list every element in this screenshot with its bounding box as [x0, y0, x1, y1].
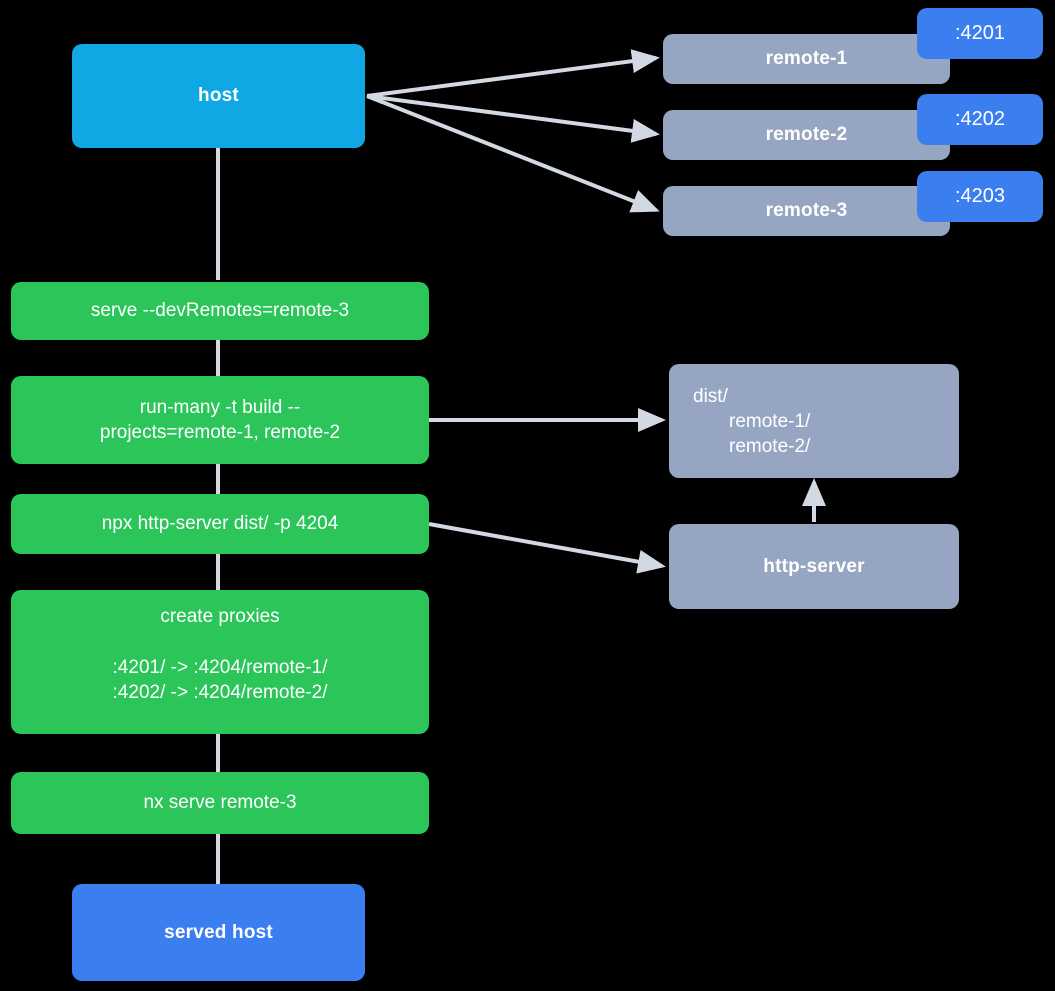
node-http-server-label: http-server: [763, 555, 865, 577]
node-command-npx-http-server-line-1: npx http-server dist/ -p 4204: [101, 513, 339, 535]
connector-host-to-serve: [216, 146, 220, 280]
node-remote-3[interactable]: remote-3: [663, 186, 950, 236]
node-command-create-proxies[interactable]: create proxies :4201/ -> :4204/remote-1/…: [11, 590, 429, 734]
badge-remote-2-port: :4202: [917, 94, 1043, 145]
connector-nxserve-to-servedhost: [216, 832, 220, 886]
edge-host-to-remote-1: [366, 49, 660, 98]
connector-npx-to-proxies: [216, 552, 220, 592]
edge-npx-to-httpserver: [428, 522, 666, 574]
badge-remote-2-port-label: :4202: [954, 108, 1006, 130]
badge-remote-1-port: :4201: [917, 8, 1043, 59]
node-http-server[interactable]: http-server: [669, 524, 959, 609]
node-served-host-label: served host: [164, 921, 273, 943]
node-command-nx-serve[interactable]: nx serve remote-3: [11, 772, 429, 834]
badge-remote-1-port-label: :4201: [954, 22, 1006, 44]
node-command-create-proxies-line-1: create proxies: [160, 606, 280, 627]
node-dist-line-3: remote-2/: [729, 436, 811, 458]
node-command-run-many[interactable]: run-many -t build -- projects=remote-1, …: [11, 376, 429, 464]
node-served-host[interactable]: served host: [72, 884, 365, 981]
node-remote-2[interactable]: remote-2: [663, 110, 950, 160]
node-host[interactable]: host: [72, 44, 365, 148]
node-command-serve[interactable]: serve --devRemotes=remote-3: [11, 282, 429, 340]
node-command-create-proxies-line-2: :4201/ -> :4204/remote-1/: [112, 657, 328, 679]
connector-serve-to-runmany: [216, 338, 220, 378]
node-remote-3-label: remote-3: [765, 200, 848, 222]
edge-host-to-remote-3: [366, 94, 660, 213]
node-command-create-proxies-line-3: :4202/ -> :4204/remote-2/: [112, 682, 328, 704]
connector-proxies-to-nxserve: [216, 732, 220, 772]
edge-host-to-remote-2: [366, 94, 660, 143]
node-dist-line-2: remote-1/: [729, 411, 811, 433]
node-command-serve-line-1: serve --devRemotes=remote-3: [90, 300, 350, 322]
badge-remote-3-port: :4203: [917, 171, 1043, 222]
node-dist-directory[interactable]: dist/ remote-1/ remote-2/: [669, 364, 959, 478]
node-command-nx-serve-line-1: nx serve remote-3: [143, 792, 297, 814]
node-dist-line-1: dist/: [693, 386, 728, 407]
connector-runmany-to-npx: [216, 462, 220, 496]
badge-remote-3-port-label: :4203: [954, 185, 1006, 207]
node-remote-2-label: remote-2: [765, 124, 848, 146]
node-command-run-many-line-1: run-many -t build --: [139, 396, 301, 418]
node-command-npx-http-server[interactable]: npx http-server dist/ -p 4204: [11, 494, 429, 554]
node-remote-1-label: remote-1: [765, 48, 848, 70]
node-remote-1[interactable]: remote-1: [663, 34, 950, 84]
node-host-label: host: [198, 85, 239, 107]
node-command-run-many-line-2: projects=remote-1, remote-2: [99, 422, 341, 443]
